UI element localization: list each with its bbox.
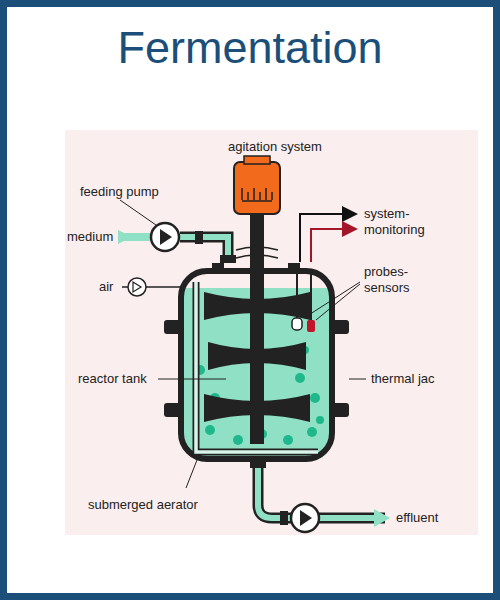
part-label: effluent xyxy=(396,510,466,526)
part-label: reactor tank xyxy=(78,371,158,387)
part-label: probes- sensors xyxy=(364,264,434,296)
part-label: submerged aerator xyxy=(88,497,238,513)
part-label: system- monitoring xyxy=(364,206,444,238)
title: Fermentation xyxy=(0,22,500,74)
part-label: thermal jac xyxy=(371,371,471,387)
part-label: air xyxy=(99,279,129,295)
part-label: medium xyxy=(67,229,127,245)
part-label: feeding pump xyxy=(80,184,190,200)
part-label: agitation system xyxy=(228,139,358,155)
